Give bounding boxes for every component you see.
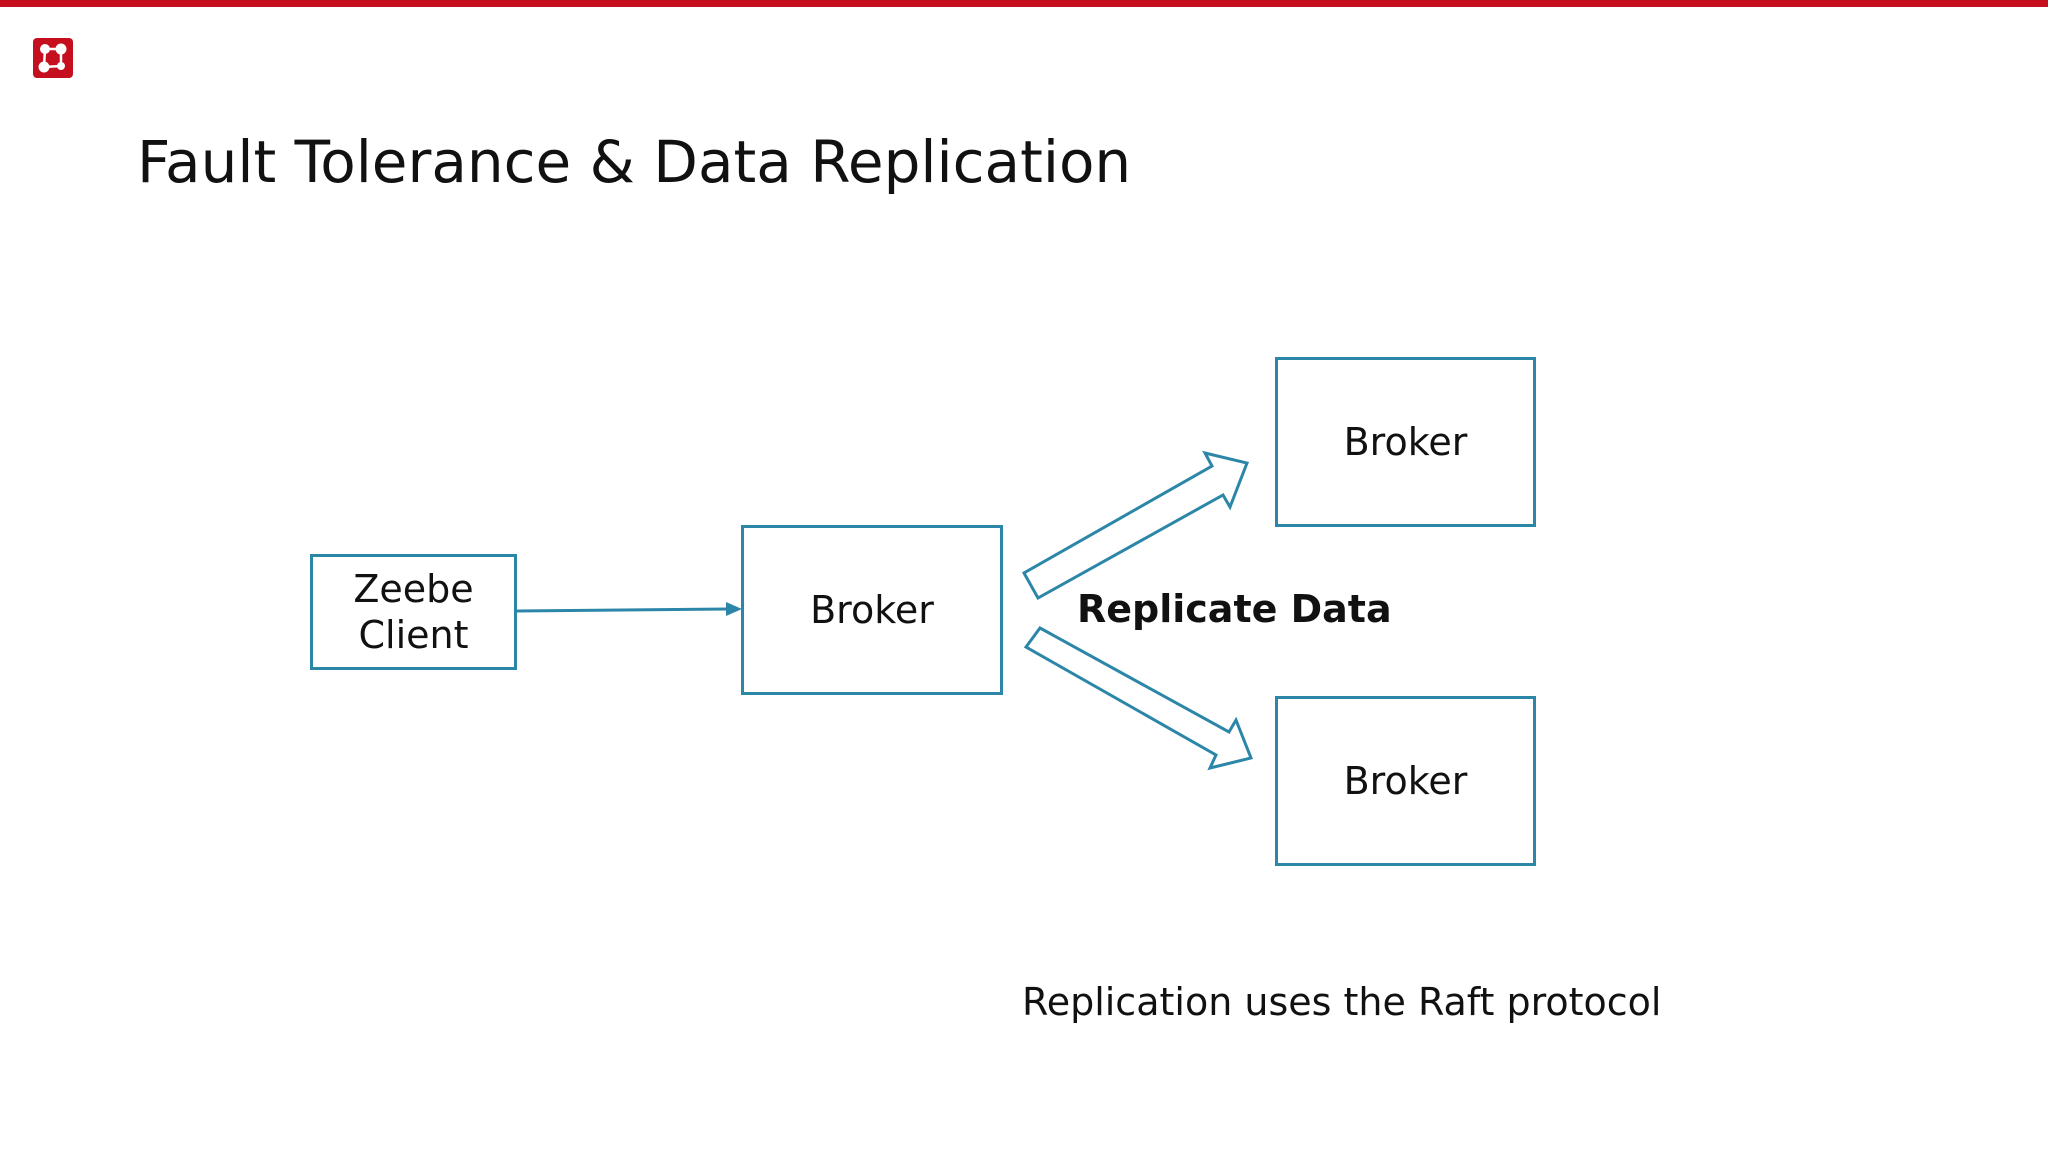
zeebe-client-label: Zeebe Client <box>353 566 473 658</box>
replicate-data-label: Replicate Data <box>1077 587 1392 631</box>
top-accent-bar <box>0 0 2048 7</box>
broker-top-label: Broker <box>1343 420 1468 464</box>
zeebe-client-label-line1: Zeebe <box>353 567 474 611</box>
camunda-logo-icon <box>33 38 73 78</box>
slide-title: Fault Tolerance & Data Replication <box>137 128 1132 196</box>
client-to-broker-arrow-line <box>516 607 729 613</box>
replicate-arrow-down <box>1023 626 1254 771</box>
broker-center-box: Broker <box>741 525 1003 695</box>
client-to-broker-arrowhead <box>726 602 742 616</box>
zeebe-client-label-line2: Client <box>358 613 469 657</box>
zeebe-client-box: Zeebe Client <box>310 554 517 670</box>
raft-caption: Replication uses the Raft protocol <box>1022 980 1662 1024</box>
replicate-arrow-up <box>1021 450 1250 601</box>
broker-center-label: Broker <box>810 588 934 632</box>
broker-top-box: Broker <box>1275 357 1536 527</box>
broker-bottom-label: Broker <box>1343 759 1468 803</box>
broker-bottom-box: Broker <box>1275 696 1536 866</box>
